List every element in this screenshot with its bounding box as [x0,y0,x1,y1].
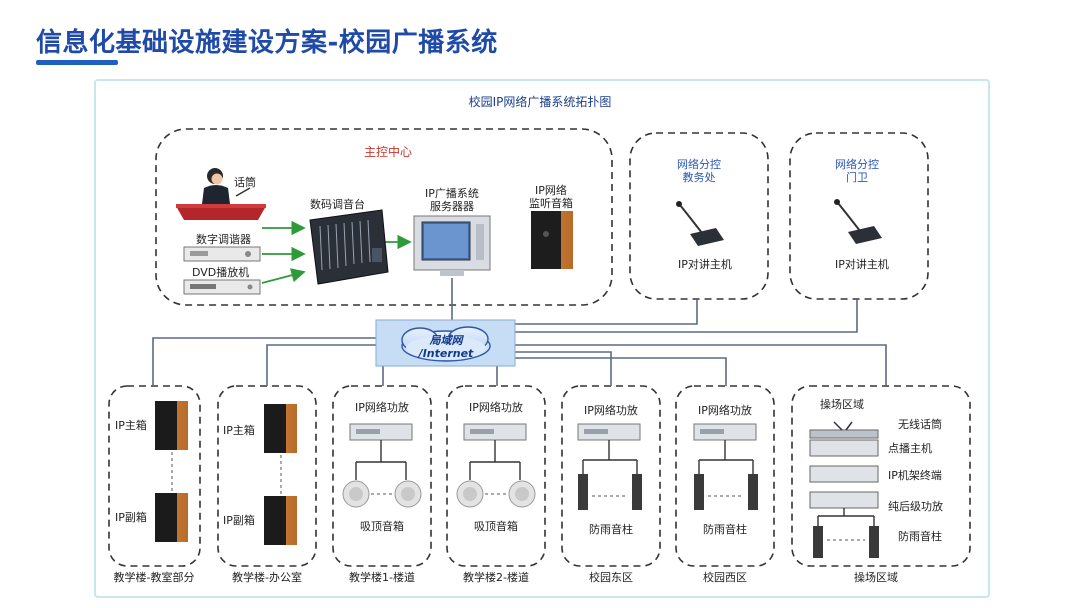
intercom-device-2 [834,199,882,244]
zone1-bottom-label: IP副箱 [115,511,147,524]
playground-item-3: IP机架终端 [888,469,942,482]
zone2-caption: 教学楼-办公室 [232,571,302,584]
dvd-label: DVD播放机 [192,266,250,279]
tuner-device [183,246,261,262]
zone6-caption: 校园西区 [703,571,747,584]
playground-caption: 操场区域 [854,571,898,584]
monitor-speaker [531,211,573,269]
microphone-label: 话筒 [234,176,256,189]
zone2-top-label: IP主箱 [223,424,255,437]
playground-item-5: 防雨音柱 [898,530,942,543]
control-panel-2-device: IP对讲主机 [835,258,889,271]
title-underline [36,60,118,65]
playground-item-4: 纯后级功放 [888,500,943,513]
playground-rack [809,421,879,558]
zone4-speaker-label: 吸顶音箱 [474,520,518,533]
zone5-equipment [577,423,642,510]
network-label: 局域网 /Internet [418,334,474,360]
control-panel-2-title: 网络分控 门卫 [835,158,879,184]
tuner-label: 数字调谐器 [196,233,251,246]
playground-item-2: 点播主机 [888,442,932,455]
zone6-equipment [693,423,758,510]
monitor-label: IP网络 监听音箱 [529,184,573,210]
zone2-speakers [264,404,297,545]
zone6-speaker-label: 防雨音柱 [703,523,747,536]
main-control-label: 主控中心 [363,145,413,159]
server-device [413,215,491,276]
zone3-equipment [342,423,422,508]
zone3-caption: 教学楼1-楼道 [349,571,415,584]
zone1-top-label: IP主箱 [115,419,147,432]
server-label: IP广播系统 服务器器 [425,187,479,213]
zone4-caption: 教学楼2-楼道 [463,571,529,584]
zone3-amp-label: IP网络功放 [355,401,409,414]
diagram-title: 校园IP网络广播系统拓扑图 [468,95,612,109]
zone3-speaker-label: 吸顶音箱 [360,520,404,533]
speaker-person [176,168,266,220]
network-lines [152,278,887,386]
mixer-device [309,209,389,285]
zone6-amp-label: IP网络功放 [698,404,752,417]
zone4-equipment [456,423,536,508]
zone5-speaker-label: 防雨音柱 [589,523,633,536]
network-cloud [375,319,516,367]
zone4-amp-label: IP网络功放 [469,401,523,414]
control-panel-1-device: IP对讲主机 [678,258,732,271]
zone5-caption: 校园东区 [589,571,633,584]
zone2-bottom-label: IP副箱 [223,514,255,527]
zone1-caption: 教学楼-教室部分 [113,571,195,584]
control-panel-1-title: 网络分控 教务处 [677,158,721,184]
intercom-device-1 [676,201,724,246]
playground-title: 操场区域 [820,398,864,411]
playground-item-1: 无线话筒 [898,418,942,431]
page-title: 信息化基础设施建设方案-校园广播系统 [36,28,498,58]
zone1-speakers [155,401,188,542]
zone5-amp-label: IP网络功放 [584,404,638,417]
mixer-label: 数码调音台 [310,198,365,211]
dvd-device [183,279,261,295]
